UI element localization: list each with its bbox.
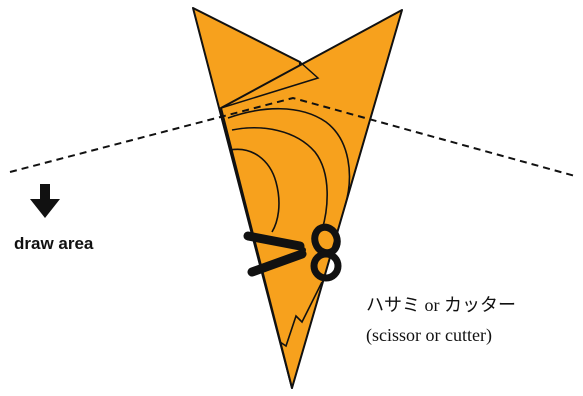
tool-label-english: (scissor or cutter) xyxy=(366,325,492,346)
draw-area-label: draw area xyxy=(14,234,94,253)
scissor-pivot xyxy=(300,247,306,253)
tool-label-japanese: ハサミ or カッター xyxy=(366,295,516,315)
down-arrow-icon xyxy=(30,184,60,218)
